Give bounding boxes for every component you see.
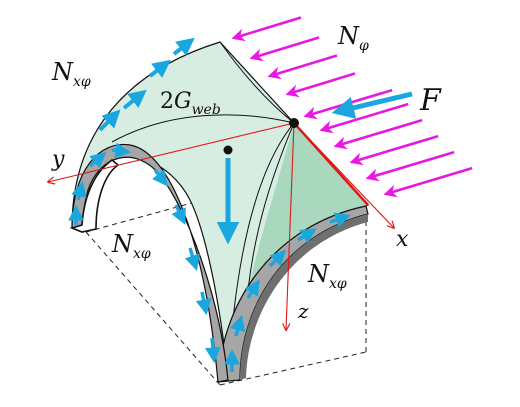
pressure-arrow — [285, 72, 356, 98]
shear-arrows-top — [98, 37, 195, 132]
pressure-arrow — [365, 150, 455, 182]
label-axis-x: x — [396, 227, 409, 252]
pressure-arrow — [349, 134, 439, 166]
label-n-xphi-top: Nxφ — [51, 58, 91, 90]
label-n-xphi-right: Nxφ — [307, 260, 347, 292]
ridge-edge-red — [293, 122, 369, 206]
axis-z-line — [286, 122, 295, 330]
shear-arrows-front-arch — [224, 212, 351, 372]
pressure-arrows — [231, 16, 473, 198]
vault-shell-side — [248, 123, 368, 290]
pressure-arrow — [383, 166, 473, 198]
label-n-xphi-left: Nxφ — [111, 230, 151, 262]
label-force: F — [419, 83, 442, 118]
pressure-arrow — [267, 54, 338, 80]
pressure-arrow — [319, 102, 409, 134]
pressure-arrow — [231, 16, 302, 42]
pressure-arrow — [249, 36, 320, 62]
front-arch-band-inner — [240, 214, 368, 380]
pressure-arrow — [333, 118, 423, 150]
label-web-weight: 2Gweb — [160, 89, 221, 118]
axis-y-line — [48, 122, 295, 182]
web-centroid-dot — [223, 145, 233, 155]
force-arrow — [331, 91, 413, 119]
shear-arrows-left-arch — [68, 142, 221, 364]
label-axis-z: z — [297, 299, 309, 323]
origin-point — [289, 118, 299, 128]
label-axis-y: y — [51, 147, 65, 172]
label-n-phi: Nφ — [337, 22, 369, 54]
